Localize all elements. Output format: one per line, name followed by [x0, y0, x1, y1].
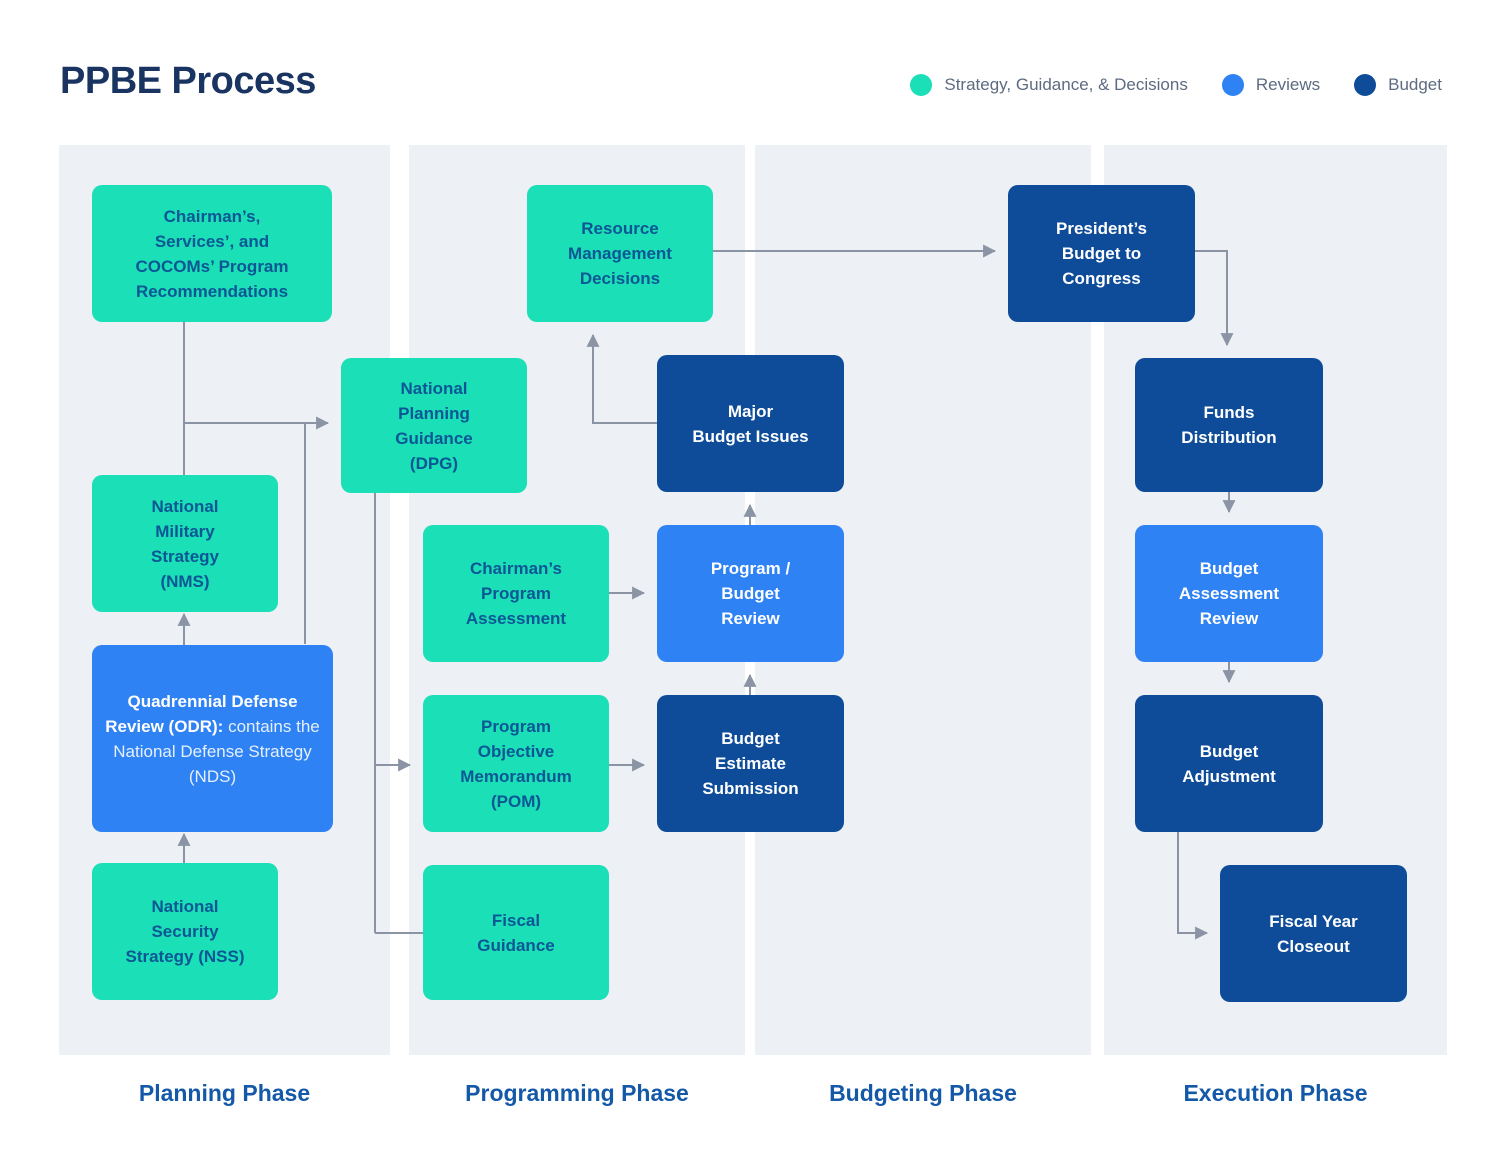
arrow-mbi-to-rmd [586, 333, 657, 424]
node-chairmans-program-assessment: Chairman’s Program Assessment [423, 525, 609, 662]
legend-item-budget: Budget [1354, 74, 1442, 96]
node-label: Program / Budget Review [710, 559, 791, 628]
node-presidents-budget-to-congress: President’s Budget to Congress [1008, 185, 1195, 322]
node-program-recommendations: Chairman’s, Services’, and COCOMs’ Progr… [92, 185, 332, 322]
node-label: National Security Strategy (NSS) [125, 897, 245, 966]
node-major-budget-issues: Major Budget Issues [657, 355, 844, 492]
legend-dot-budget [1354, 74, 1377, 96]
legend-label-budget: Budget [1388, 75, 1442, 94]
legend-dot-strategy [910, 74, 933, 96]
node-label: Chairman’s, Services’, and COCOMs’ Progr… [135, 206, 289, 301]
phase-label-budgeting: Budgeting Phase [829, 1080, 1017, 1106]
phase-label-execution: Execution Phase [1183, 1080, 1368, 1106]
node-label: Fiscal Guidance [477, 910, 555, 955]
node-label: Quadrennial Defense Review (ODR): contai… [104, 689, 321, 789]
page-title: PPBE Process [60, 60, 316, 102]
node-national-military-strategy: National Military Strategy (NMS) [92, 475, 278, 612]
legend-dot-reviews [1221, 74, 1244, 96]
node-label: National Planning Guidance (DPG) [395, 378, 473, 473]
legend: Strategy, Guidance, & Decisions Reviews … [910, 74, 1442, 96]
node-label: Major Budget Issues [692, 401, 809, 446]
node-national-security-strategy: National Security Strategy (NSS) [92, 863, 278, 1000]
node-fiscal-guidance: Fiscal Guidance [423, 865, 609, 1000]
phase-label-planning: Planning Phase [138, 1080, 311, 1106]
node-budget-assessment-review: Budget Assessment Review [1135, 525, 1323, 662]
qdr-bold-text: Quadrennial Defense Review (ODR): [105, 691, 298, 736]
node-budget-adjustment: Budget Adjustment [1135, 695, 1323, 832]
node-label: Fiscal Year Closeout [1269, 911, 1358, 956]
legend-item-reviews: Reviews [1221, 74, 1321, 96]
arrow-adjustment-to-closeout [1177, 832, 1209, 940]
node-national-planning-guidance: National Planning Guidance (DPG) [341, 358, 527, 493]
node-budget-estimate-submission: Budget Estimate Submission [657, 695, 844, 832]
node-funds-distribution: Funds Distribution [1135, 358, 1323, 492]
node-label: Chairman’s Program Assessment [465, 559, 567, 628]
node-label: President’s Budget to Congress [1055, 219, 1148, 288]
phase-label-programming: Programming Phase [465, 1080, 689, 1106]
qdr-rest-text: contains the National Defense Strategy (… [113, 716, 320, 786]
legend-item-strategy: Strategy, Guidance, & Decisions [910, 74, 1188, 96]
node-label: Budget Assessment Review [1178, 559, 1280, 628]
node-quadrennial-defense-review: Quadrennial Defense Review (ODR): contai… [92, 645, 333, 832]
node-label: Program Objective Memorandum (POM) [460, 716, 572, 811]
node-label: Budget Adjustment [1182, 741, 1276, 786]
arrow-pbc-to-funds [1195, 250, 1234, 347]
node-program-objective-memorandum: Program Objective Memorandum (POM) [423, 695, 609, 832]
node-fiscal-year-closeout: Fiscal Year Closeout [1220, 865, 1407, 1002]
legend-label-reviews: Reviews [1255, 75, 1321, 94]
node-resource-management-decisions: Resource Management Decisions [527, 185, 713, 322]
legend-label-strategy: Strategy, Guidance, & Decisions [944, 75, 1188, 94]
node-program-budget-review: Program / Budget Review [657, 525, 844, 662]
node-label: Funds Distribution [1181, 403, 1277, 447]
node-label: Resource Management Decisions [568, 219, 672, 288]
node-label: National Military Strategy (NMS) [150, 496, 220, 591]
node-label: Budget Estimate Submission [702, 729, 799, 798]
